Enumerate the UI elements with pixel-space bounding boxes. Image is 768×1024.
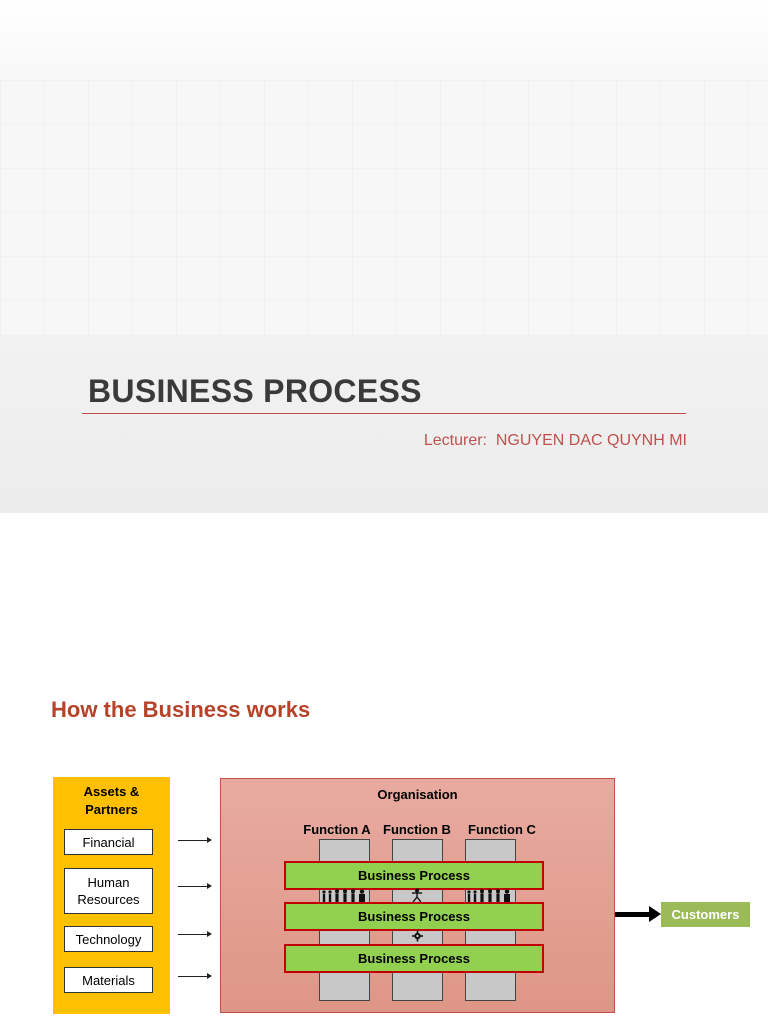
title-rule <box>82 413 686 414</box>
organisation-box: Organisation Function A Function B Funct… <box>220 778 615 1013</box>
slide-heading: How the Business works <box>51 697 311 722</box>
business-process-bar-3: Business Process <box>284 944 544 973</box>
people-group-icon <box>467 889 510 902</box>
diagram-slide: How the Business works Assets & Partners… <box>0 513 768 1024</box>
organisation-title: Organisation <box>377 787 458 802</box>
person-icon <box>412 888 422 902</box>
function-b-label: Function B <box>383 822 451 837</box>
customers-arrow-line <box>615 912 651 917</box>
business-process-bar-1: Business Process <box>284 861 544 890</box>
customers-box: Customers <box>661 902 750 927</box>
people-group-icon <box>322 889 365 902</box>
business-process-bar-2: Business Process <box>284 902 544 931</box>
arrow-financial <box>178 837 212 843</box>
function-a-label: Function A <box>303 822 371 837</box>
assets-title: Assets & Partners <box>83 784 140 817</box>
title-band <box>0 335 768 513</box>
gear-icon <box>412 930 423 942</box>
assets-partners-box: Assets & Partners Financial Human Resour… <box>53 777 170 1014</box>
customers-arrow-head <box>649 906 661 922</box>
title-slide: BUSINESS PROCESS Lecturer: NGUYEN DAC QU… <box>0 0 768 513</box>
arrow-materials <box>178 973 212 979</box>
arrow-technology <box>178 931 212 937</box>
asset-technology: Technology <box>64 926 153 952</box>
asset-human-resources: Human Resources <box>64 868 153 914</box>
function-c-label: Function C <box>468 822 536 837</box>
lecturer-text: Lecturer: NGUYEN DAC QUYNH MI <box>423 432 687 449</box>
asset-financial: Financial <box>64 829 153 855</box>
slide-title: BUSINESS PROCESS <box>88 373 422 409</box>
arrow-human-resources <box>178 883 212 889</box>
asset-materials: Materials <box>64 967 153 993</box>
